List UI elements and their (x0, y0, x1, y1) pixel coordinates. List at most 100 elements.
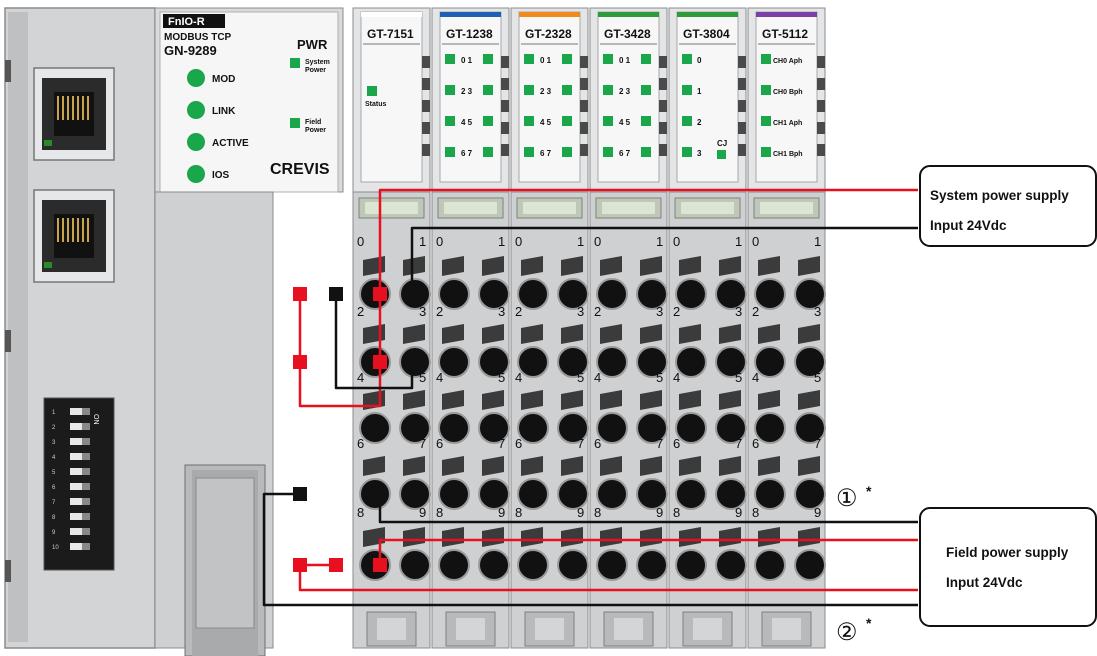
dip-lever[interactable] (70, 513, 90, 520)
ethernet-port-2[interactable] (33, 189, 115, 283)
terminal-hole[interactable] (794, 278, 826, 310)
dip-switch-1[interactable]: 1 (52, 408, 90, 416)
terminal-hole[interactable] (557, 346, 589, 378)
release-slot[interactable] (600, 324, 622, 344)
release-slot[interactable] (679, 324, 701, 344)
dip-switch-10[interactable]: 10 (52, 543, 90, 551)
terminal-hole[interactable] (596, 412, 628, 444)
dip-switch-9[interactable]: 9 (52, 528, 90, 536)
release-slot[interactable] (758, 256, 780, 276)
terminal-hole[interactable] (675, 412, 707, 444)
terminal-hole[interactable] (636, 278, 668, 310)
release-slot[interactable] (403, 456, 425, 476)
terminal-hole[interactable] (517, 478, 549, 510)
release-slot[interactable] (521, 324, 543, 344)
terminal-hole[interactable] (399, 549, 431, 581)
terminal-hole[interactable] (715, 278, 747, 310)
release-slot[interactable] (403, 256, 425, 276)
terminal-hole[interactable] (438, 478, 470, 510)
dip-lever[interactable] (70, 423, 90, 430)
terminal-hole[interactable] (359, 412, 391, 444)
release-slot[interactable] (363, 456, 385, 476)
release-slot[interactable] (719, 324, 741, 344)
dip-lever[interactable] (70, 408, 90, 415)
terminal-hole[interactable] (636, 412, 668, 444)
terminal-hole[interactable] (557, 549, 589, 581)
release-slot[interactable] (482, 390, 504, 410)
terminal-hole[interactable] (438, 549, 470, 581)
module-latch[interactable] (366, 611, 417, 647)
release-slot[interactable] (600, 456, 622, 476)
terminal-hole[interactable] (557, 278, 589, 310)
terminal-hole[interactable] (675, 549, 707, 581)
release-slot[interactable] (521, 456, 543, 476)
terminal-hole[interactable] (478, 346, 510, 378)
terminal-hole[interactable] (596, 478, 628, 510)
release-slot[interactable] (679, 456, 701, 476)
release-slot[interactable] (403, 324, 425, 344)
terminal-hole[interactable] (715, 478, 747, 510)
release-slot[interactable] (600, 527, 622, 547)
release-slot[interactable] (482, 456, 504, 476)
terminal-hole[interactable] (675, 278, 707, 310)
terminal-hole[interactable] (478, 412, 510, 444)
release-slot[interactable] (679, 256, 701, 276)
terminal-hole[interactable] (794, 478, 826, 510)
terminal-hole[interactable] (596, 278, 628, 310)
dip-switch-7[interactable]: 7 (52, 498, 90, 506)
dip-lever[interactable] (70, 483, 90, 490)
release-slot[interactable] (561, 390, 583, 410)
terminal-hole[interactable] (438, 278, 470, 310)
release-slot[interactable] (403, 527, 425, 547)
terminal-hole[interactable] (754, 412, 786, 444)
terminal-hole[interactable] (794, 412, 826, 444)
terminal-hole[interactable] (517, 549, 549, 581)
release-slot[interactable] (719, 527, 741, 547)
release-slot[interactable] (758, 527, 780, 547)
release-slot[interactable] (798, 390, 820, 410)
terminal-hole[interactable] (399, 412, 431, 444)
release-slot[interactable] (482, 256, 504, 276)
terminal-hole[interactable] (517, 412, 549, 444)
release-slot[interactable] (442, 324, 464, 344)
release-slot[interactable] (719, 456, 741, 476)
release-slot[interactable] (521, 256, 543, 276)
dip-lever[interactable] (70, 468, 90, 475)
release-slot[interactable] (758, 390, 780, 410)
release-slot[interactable] (640, 456, 662, 476)
terminal-hole[interactable] (636, 346, 668, 378)
terminal-hole[interactable] (517, 278, 549, 310)
dip-switch-2[interactable]: 2 (52, 423, 90, 431)
release-slot[interactable] (403, 390, 425, 410)
release-slot[interactable] (482, 527, 504, 547)
terminal-hole[interactable] (438, 346, 470, 378)
terminal-hole[interactable] (715, 412, 747, 444)
release-slot[interactable] (561, 256, 583, 276)
terminal-hole[interactable] (675, 478, 707, 510)
release-slot[interactable] (758, 456, 780, 476)
terminal-hole[interactable] (478, 549, 510, 581)
terminal-hole[interactable] (399, 478, 431, 510)
release-slot[interactable] (758, 324, 780, 344)
terminal-hole[interactable] (478, 478, 510, 510)
release-slot[interactable] (561, 324, 583, 344)
dip-lever[interactable] (70, 528, 90, 535)
release-slot[interactable] (442, 456, 464, 476)
ethernet-port-1[interactable] (33, 67, 115, 161)
terminal-hole[interactable] (715, 549, 747, 581)
release-slot[interactable] (798, 456, 820, 476)
terminal-hole[interactable] (596, 346, 628, 378)
dip-switch-4[interactable]: 4 (52, 453, 90, 461)
release-slot[interactable] (640, 527, 662, 547)
dip-lever[interactable] (70, 543, 90, 550)
release-slot[interactable] (640, 324, 662, 344)
terminal-hole[interactable] (754, 278, 786, 310)
release-slot[interactable] (719, 256, 741, 276)
release-slot[interactable] (561, 456, 583, 476)
release-slot[interactable] (521, 527, 543, 547)
release-slot[interactable] (482, 324, 504, 344)
terminal-hole[interactable] (675, 346, 707, 378)
terminal-hole[interactable] (715, 346, 747, 378)
